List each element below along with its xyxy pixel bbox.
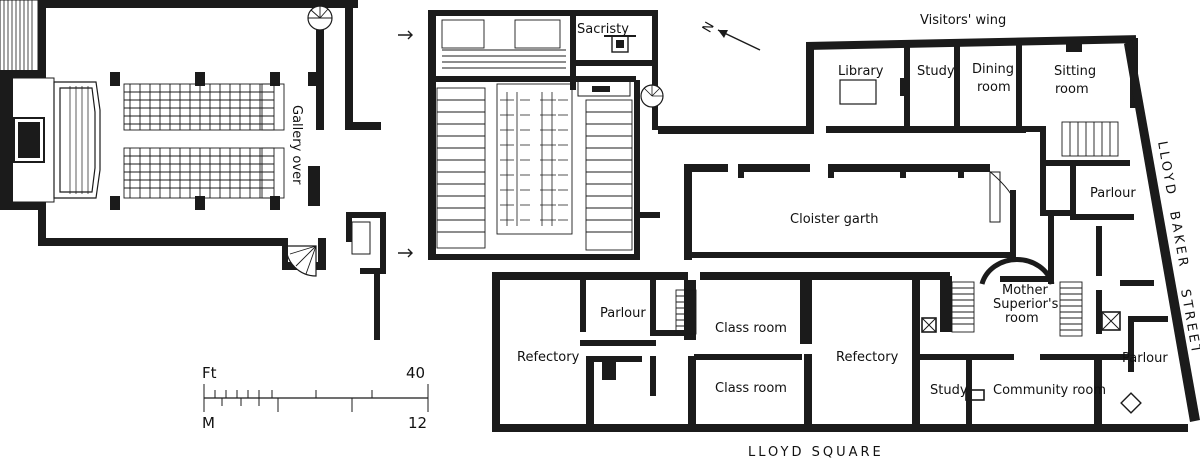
arrow-bottom — [398, 248, 413, 258]
chapel-pews — [123, 83, 285, 199]
scale-m-max: 12 — [408, 414, 427, 432]
arrow-top — [398, 30, 413, 40]
lower-stairs — [675, 281, 1083, 337]
room-label-study-top: Study — [917, 64, 955, 79]
chapel-block: Gallery over — [0, 0, 386, 340]
room-label-gallery-over: Gallery over — [289, 105, 304, 185]
room-label-sacristy: Sacristy — [577, 22, 629, 37]
choir-stalls — [436, 19, 633, 251]
room-label-parlour-left: Parlour — [600, 306, 646, 321]
spiral-stair-top — [307, 5, 333, 31]
room-label-dining-1: Dining — [972, 62, 1014, 77]
room-label-parlour-right: Parlour — [1090, 186, 1136, 201]
scale-ft-max: 40 — [406, 364, 425, 382]
room-label-cloister-garth: Cloister garth — [790, 212, 879, 227]
room-label-refectory-mid: Refectory — [836, 350, 899, 365]
room-labels: Visitors' wing Library Study Dining room… — [517, 13, 1168, 398]
room-label-mother-2: Superior's — [993, 297, 1059, 312]
main-stair — [1061, 121, 1119, 157]
choir-block: Sacristy N — [428, 10, 761, 260]
room-label-sitting-2: room — [1055, 82, 1089, 97]
room-label-community-room: Community room — [993, 383, 1106, 398]
scale-m-label: M — [202, 414, 215, 432]
room-label-mother-1: Mother — [1002, 283, 1049, 298]
spiral-stair-bottom — [282, 245, 317, 277]
room-label-parlour-bottom: Parlour — [1122, 351, 1168, 366]
room-label-class-room-2: Class room — [715, 381, 787, 396]
room-label-refectory-left: Refectory — [517, 350, 580, 365]
room-label-mother-3: room — [1005, 311, 1039, 326]
scale-bar: Ft 40 M 12 — [202, 364, 429, 432]
room-label-study-bottom: Study — [930, 383, 968, 398]
street-lloyd-square: LLOYD SQUARE — [748, 445, 884, 460]
room-label-library: Library — [838, 64, 884, 79]
svg-text:N: N — [700, 20, 718, 36]
scale-ft-label: Ft — [202, 364, 217, 382]
room-label-sitting-1: Sitting — [1054, 64, 1096, 79]
entrance-steps — [0, 0, 39, 73]
room-label-visitors-wing: Visitors' wing — [920, 13, 1006, 28]
convent-block — [492, 35, 1200, 432]
room-label-class-room-1: Class room — [715, 321, 787, 336]
choir-seats — [500, 92, 568, 226]
room-label-dining-2: room — [977, 80, 1011, 95]
north-arrow: N — [700, 20, 761, 51]
